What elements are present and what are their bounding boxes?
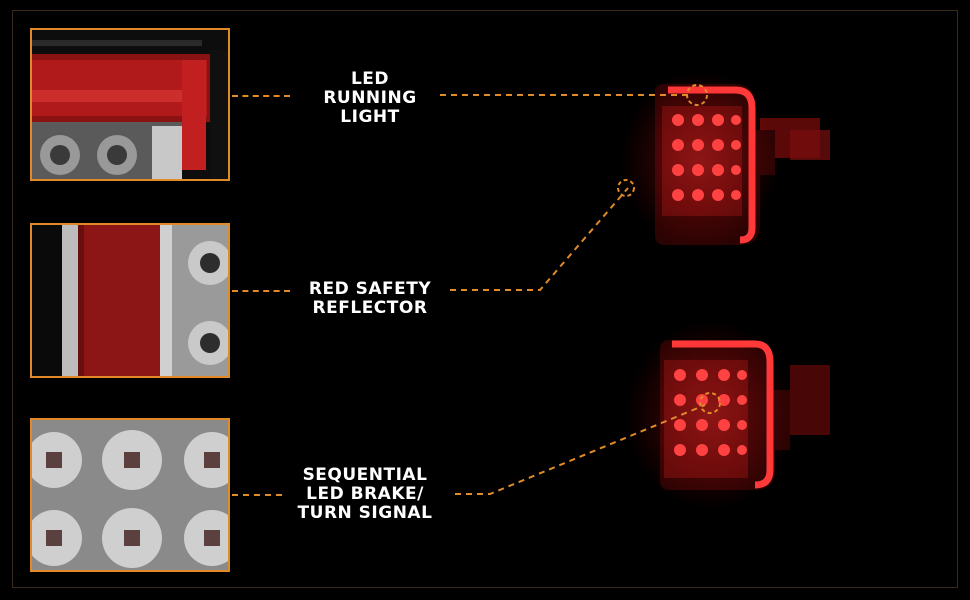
led-array-closeup [32, 420, 228, 570]
connector-left-sequential [232, 494, 282, 496]
callout-circle-running-light [686, 84, 708, 106]
connector-left-reflector [232, 290, 290, 292]
feature-label-sequential-led: SEQUENTIAL LED BRAKE/ TURN SIGNAL [297, 465, 433, 523]
running-light-closeup [32, 30, 228, 179]
tail-light-lower [625, 320, 830, 510]
callout-circle-sequential [699, 392, 721, 414]
thumb-sequential-led [30, 418, 230, 572]
connector-left-running-light [232, 95, 290, 97]
thumb-safety-reflector [30, 223, 230, 378]
connector-right-reflector [450, 187, 629, 291]
tail-light-upper [620, 70, 830, 250]
feature-label-safety-reflector: RED SAFETY REFLECTOR [308, 279, 432, 318]
thumb-running-light [30, 28, 230, 181]
callout-circle-reflector [617, 179, 635, 197]
connector-right-sequential [455, 404, 706, 495]
feature-label-running-light: LED RUNNING LIGHT [323, 69, 417, 127]
reflector-closeup [32, 225, 228, 376]
image-frame [12, 10, 958, 588]
